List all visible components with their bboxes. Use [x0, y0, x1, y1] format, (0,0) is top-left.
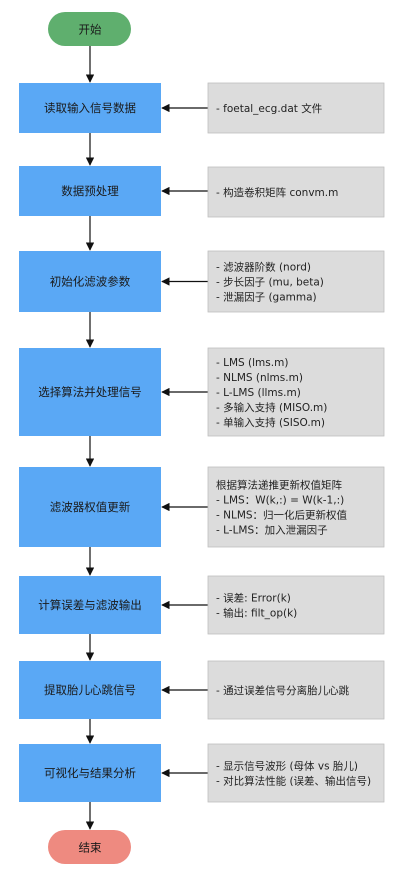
note-line: - 步长因子 (mu, beta)	[216, 277, 324, 289]
process-step-7: 提取胎儿心跳信号	[19, 661, 161, 719]
process-step-4: 选择算法并处理信号	[19, 348, 161, 436]
process-step-8: 可视化与结果分析	[19, 744, 161, 802]
process-step-2: 数据预处理	[19, 166, 161, 216]
note-1: - foetal_ecg.dat 文件	[207, 82, 385, 134]
note-line: - 误差: Error(k)	[216, 592, 291, 605]
process-step-label: 可视化与结果分析	[44, 766, 136, 780]
process-step-1: 读取输入信号数据	[19, 83, 161, 133]
note-3: - 滤波器阶数 (nord) - 步长因子 (mu, beta) - 泄漏因子 (g…	[207, 250, 385, 313]
process-step-label: 滤波器权值更新	[50, 500, 131, 514]
note-8: - 显示信号波形 (母体 vs 胎儿) - 对比算法性能 (误差、输出信号)	[207, 743, 385, 803]
process-step-5: 滤波器权值更新	[19, 467, 161, 547]
note-line: - 显示信号波形 (母体 vs 胎儿)	[216, 760, 358, 773]
note-line: - foetal_ecg.dat 文件	[216, 102, 322, 115]
note-line: - 滤波器阶数 (nord)	[216, 261, 311, 274]
process-step-label: 计算误差与滤波输出	[38, 598, 142, 612]
process-step-6: 计算误差与滤波输出	[19, 576, 161, 634]
note-line: - L-LMS (llms.m)	[216, 387, 301, 399]
process-step-label: 选择算法并处理信号	[38, 385, 142, 399]
end-label: 结束	[79, 841, 102, 855]
note-line: - L-LMS：加入泄漏因子	[216, 524, 328, 537]
note-line: - 单输入支持 (SISO.m)	[216, 416, 325, 429]
end-terminal: 结束	[48, 830, 131, 864]
start-label: 开始	[79, 23, 102, 37]
note-line: - NLMS (nlms.m)	[216, 372, 303, 384]
note-line: - LMS (lms.m)	[216, 357, 288, 369]
note-4: - LMS (lms.m) - NLMS (nlms.m) - L-LMS (llm…	[207, 347, 385, 437]
process-step-label: 初始化滤波参数	[50, 275, 131, 289]
note-line: - 输出: filt_op(k)	[216, 607, 297, 620]
note-5: 根据算法递推更新权值矩阵 - LMS：W(k,:) = W(k-1,:) - NLM…	[207, 466, 385, 548]
note-line: - 对比算法性能 (误差、输出信号)	[216, 775, 371, 788]
process-step-label: 提取胎儿心跳信号	[44, 683, 136, 697]
process-step-label: 数据预处理	[61, 184, 119, 198]
note-line: - NLMS：归一化后更新权值	[216, 509, 348, 522]
note-6: - 误差: Error(k) - 输出: filt_op(k)	[207, 575, 385, 635]
note-line: - 多输入支持 (MISO.m)	[216, 401, 327, 414]
process-step-label: 读取输入信号数据	[44, 101, 136, 115]
note-7: - 通过误差信号分离胎儿心跳	[207, 660, 385, 720]
edges	[85, 46, 208, 830]
process-step-3: 初始化滤波参数	[19, 251, 161, 312]
note-line: - LMS：W(k,:) = W(k-1,:)	[216, 495, 344, 507]
note-line: - 通过误差信号分离胎儿心跳	[216, 684, 350, 697]
note-line: - 泄漏因子 (gamma)	[216, 291, 317, 304]
note-2: - 构造卷积矩阵 convm.m	[207, 166, 385, 218]
start-terminal: 开始	[48, 12, 131, 46]
note-line: - 构造卷积矩阵 convm.m	[216, 186, 338, 199]
note-line: 根据算法递推更新权值矩阵	[216, 479, 342, 492]
